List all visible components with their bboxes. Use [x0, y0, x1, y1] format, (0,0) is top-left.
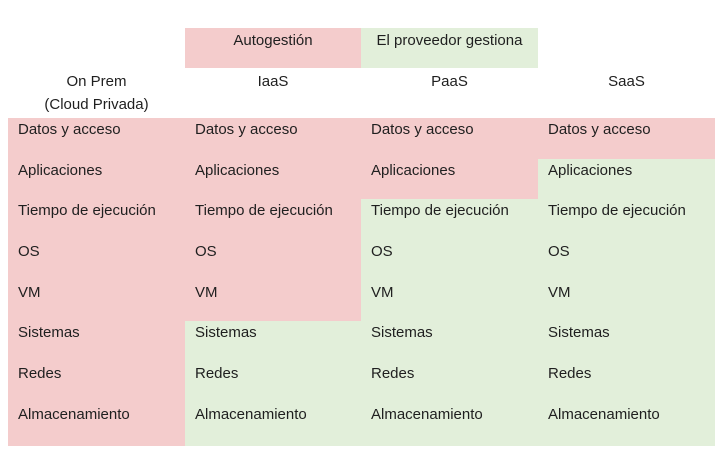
layer-cell-paas: Almacenamiento	[361, 402, 538, 446]
layer-cell-saas: Datos y acceso	[538, 118, 715, 159]
layer-cell-paas: Redes	[361, 362, 538, 403]
layer-cell-onprem: Redes	[8, 362, 185, 403]
layer-cell-saas: Almacenamiento	[538, 402, 715, 446]
layer-cell-iaas: Almacenamiento	[185, 402, 361, 446]
column-subtitle: (Cloud Privada)	[44, 96, 149, 113]
layer-cell-iaas: Tiempo de ejecución	[185, 199, 361, 241]
column-header-paas: PaaS	[361, 70, 538, 93]
column-header-onprem: On Prem (Cloud Privada)	[8, 70, 185, 116]
layer-cell-saas: Tiempo de ejecución	[538, 199, 715, 241]
layer-cell-onprem: Aplicaciones	[8, 158, 185, 200]
column-title: SaaS	[608, 73, 645, 90]
layer-cell-iaas: Redes	[185, 362, 361, 403]
legend-provider-managed: El proveedor gestiona	[361, 28, 538, 68]
layer-cell-iaas: VM	[185, 280, 361, 322]
layer-cell-paas: VM	[361, 280, 538, 322]
layer-cell-paas: Datos y acceso	[361, 118, 538, 159]
layer-cell-onprem: Tiempo de ejecución	[8, 199, 185, 241]
layer-cell-saas: VM	[538, 280, 715, 322]
layer-cell-paas: OS	[361, 240, 538, 281]
layer-cell-saas: OS	[538, 240, 715, 281]
layer-cell-onprem: VM	[8, 280, 185, 322]
column-title: PaaS	[431, 73, 468, 90]
layer-cell-saas: Sistemas	[538, 321, 715, 363]
layer-cell-onprem: Almacenamiento	[8, 402, 185, 446]
layer-cell-iaas: OS	[185, 240, 361, 281]
layer-cell-paas: Tiempo de ejecución	[361, 199, 538, 241]
legend-self-managed-label: Autogestión	[233, 32, 313, 49]
column-title: IaaS	[257, 73, 289, 90]
legend-provider-managed-label: El proveedor gestiona	[376, 32, 523, 49]
column-header-saas: SaaS	[538, 70, 715, 93]
layer-cell-paas: Sistemas	[361, 321, 538, 363]
layer-cell-onprem: Datos y acceso	[8, 118, 185, 159]
layer-cell-iaas: Datos y acceso	[185, 118, 361, 159]
layer-cell-onprem: OS	[8, 240, 185, 281]
column-title: On Prem	[66, 73, 127, 90]
legend-self-managed: Autogestión	[185, 28, 361, 68]
layer-cell-saas: Redes	[538, 362, 715, 403]
layer-cell-paas: Aplicaciones	[361, 158, 538, 200]
layer-cell-onprem: Sistemas	[8, 321, 185, 363]
layer-cell-iaas: Aplicaciones	[185, 158, 361, 200]
layer-cell-saas: Aplicaciones	[538, 158, 715, 200]
column-header-iaas: IaaS	[185, 70, 361, 93]
layer-cell-iaas: Sistemas	[185, 321, 361, 363]
